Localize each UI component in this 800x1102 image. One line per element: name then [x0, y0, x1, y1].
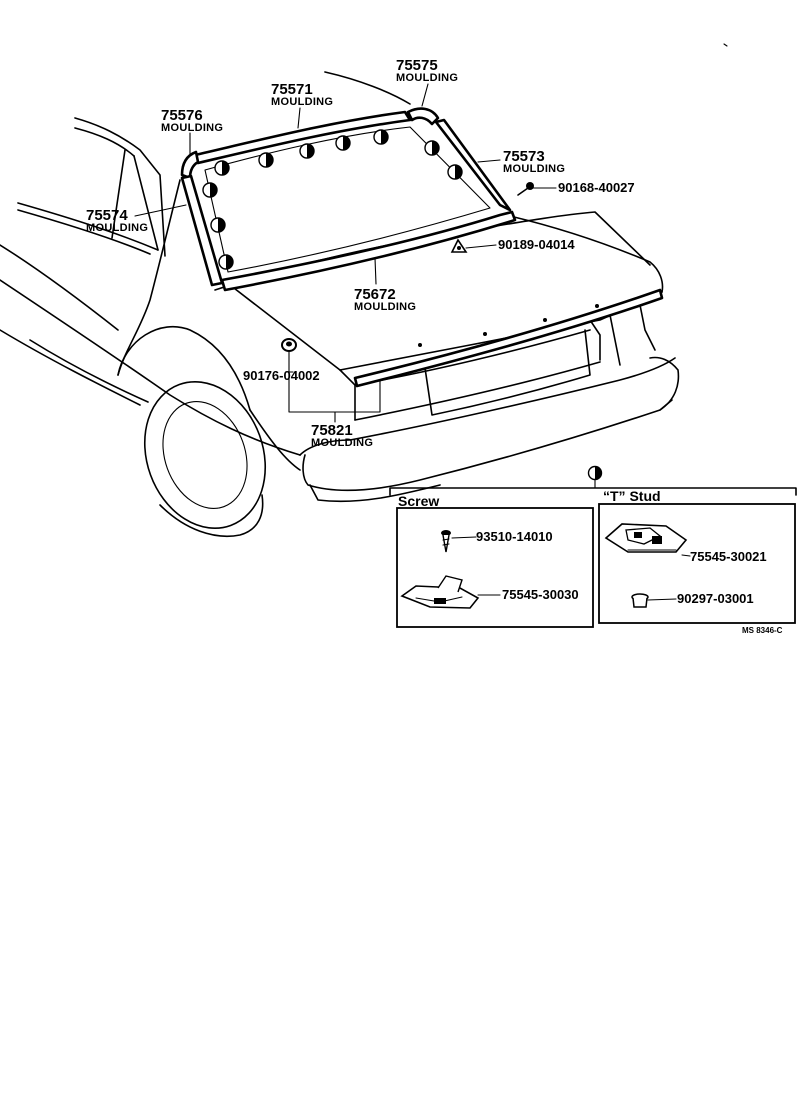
callout-75576-number: 75576 — [161, 107, 203, 124]
retainer-marker-fill — [455, 165, 462, 179]
fastener-90189-number: 90189-04014 — [498, 237, 575, 252]
callout-75672-number: 75672 — [354, 286, 396, 303]
fastener-90176-icon — [281, 338, 297, 352]
tstud-part-1: 75545-30021 — [690, 549, 767, 564]
screw-title: Screw — [398, 493, 439, 509]
screw-part-2: 75545-30030 — [502, 587, 579, 602]
callout-75573-number: 75573 — [503, 148, 545, 165]
callout-75821-desc: MOULDING — [311, 437, 373, 449]
callout-75574-number: 75574 — [86, 207, 128, 224]
figure-code: MS 8346-C — [742, 626, 783, 635]
retainer-marker-fill — [381, 130, 388, 144]
callout-75575-desc: MOULDING — [396, 72, 458, 84]
moulding-75571-shape — [193, 110, 412, 165]
moulding-75576-shape — [180, 150, 200, 180]
moulding-75821-shape — [353, 288, 664, 388]
retainer-marker-fill — [226, 255, 233, 269]
rear-window-mouldings — [180, 107, 517, 292]
fastener-90168-number: 90168-40027 — [558, 180, 635, 195]
leader-lines — [134, 83, 557, 423]
callout-75821-number: 75821 — [311, 422, 353, 439]
retainer-marker-fill — [222, 161, 229, 175]
retainer-markers — [202, 129, 463, 270]
fastener-90189-icon — [450, 238, 468, 253]
callout-75573-desc: MOULDING — [503, 163, 565, 175]
callout-75571-number: 75571 — [271, 81, 313, 98]
callout-75672-desc: MOULDING — [354, 301, 416, 313]
screw-icon — [441, 530, 451, 553]
fastener-90176-number: 90176-04002 — [243, 368, 320, 383]
retainer-marker-fill — [307, 144, 314, 158]
car-rear-illustration — [0, 71, 680, 537]
fastener-90168-icon — [517, 182, 534, 196]
retainer-marker-fill — [218, 218, 225, 232]
callout-75576-desc: MOULDING — [161, 122, 223, 134]
retainer-marker-fill — [432, 141, 439, 155]
callout-75574-desc: MOULDING — [86, 222, 148, 234]
tstud-clip-icon — [604, 523, 688, 553]
tstud-title: “T” Stud — [603, 488, 661, 504]
retainer-marker-fill — [210, 183, 217, 197]
screw-clip-icon — [400, 575, 480, 609]
moulding-75575-shape — [406, 107, 440, 126]
moulding-75573-shape — [434, 118, 512, 212]
tstud-part-2: 90297-03001 — [677, 591, 754, 606]
moulding-75672-shape — [220, 210, 517, 292]
tstud-cap-icon — [631, 593, 649, 608]
retainer-legend-icon — [587, 465, 603, 481]
screw-box — [396, 507, 594, 628]
clip-legend: Screw 93510-14010 75545-30030 “T” Stud 7… — [389, 465, 797, 635]
screw-part-1: 93510-14010 — [476, 529, 553, 544]
callout-75575-number: 75575 — [396, 57, 438, 74]
retainer-marker-fill — [343, 136, 350, 150]
callout-75571-desc: MOULDING — [271, 96, 333, 108]
retainer-marker-fill — [266, 153, 273, 167]
